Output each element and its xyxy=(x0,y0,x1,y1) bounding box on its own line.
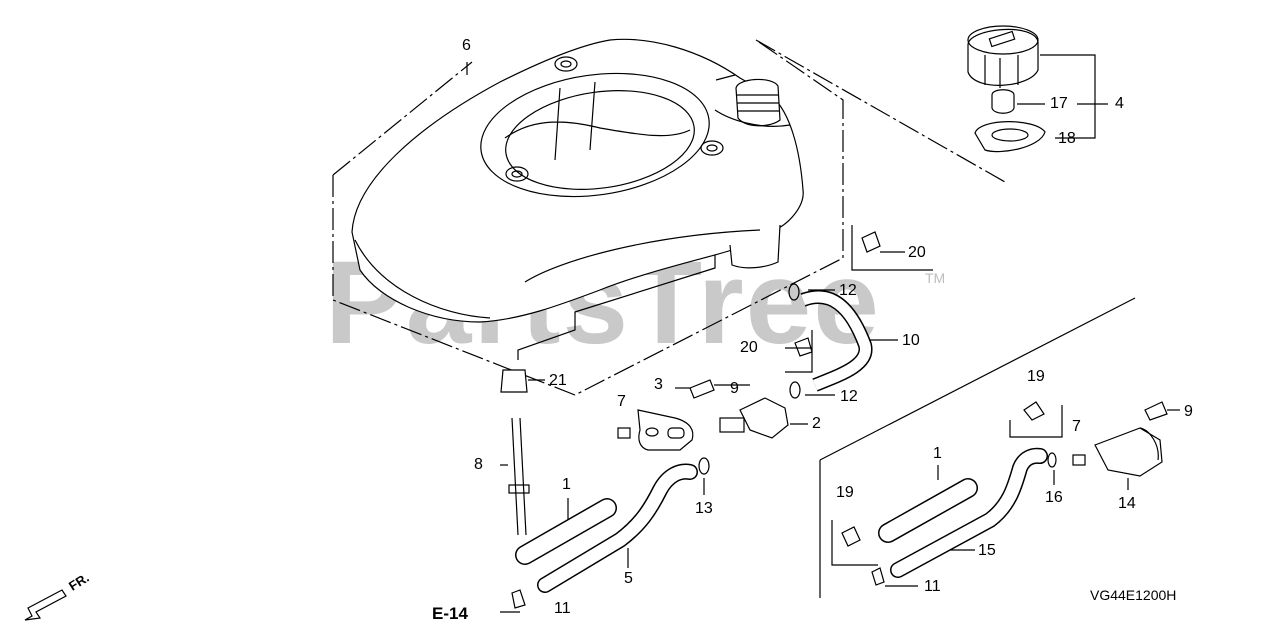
callout-18: 18 xyxy=(1058,130,1076,147)
fuel-tank xyxy=(351,38,804,323)
callout-19-upper: 19 xyxy=(1027,368,1045,385)
fuel-valve xyxy=(739,397,789,439)
callout-20-upper: 20 xyxy=(908,244,926,261)
callout-7-right: 7 xyxy=(1072,418,1081,435)
callout-13: 13 xyxy=(695,500,713,517)
callout-15: 15 xyxy=(978,542,996,559)
callout-19-lower: 19 xyxy=(836,484,854,501)
callout-9-left: 9 xyxy=(730,380,739,397)
diagram-code: VG44E1200H xyxy=(1090,587,1177,603)
cap-plate xyxy=(974,121,1046,153)
fuel-valve-14 xyxy=(1094,427,1163,477)
tank-boundary xyxy=(332,39,844,396)
callout-12-upper: 12 xyxy=(839,282,857,299)
callout-21: 21 xyxy=(549,372,567,389)
callout-8: 8 xyxy=(474,456,483,473)
callout-17: 17 xyxy=(1050,95,1068,112)
callout-16: 16 xyxy=(1045,489,1063,506)
front-arrow xyxy=(24,589,67,621)
callout-20-lower: 20 xyxy=(740,339,758,356)
callout-4: 4 xyxy=(1115,95,1124,112)
callout-1-left: 1 xyxy=(562,476,571,493)
callout-9-right: 9 xyxy=(1184,403,1193,420)
callout-11-right: 11 xyxy=(924,578,941,595)
callout-12-lower: 12 xyxy=(840,388,858,405)
callout-6: 6 xyxy=(462,37,471,54)
page-reference: E-14 xyxy=(432,604,468,623)
trademark-mark: TM xyxy=(925,270,946,286)
cap-gasket xyxy=(991,89,1015,114)
callout-3: 3 xyxy=(654,376,663,393)
tank-opening xyxy=(480,72,710,198)
callout-10: 10 xyxy=(902,332,920,349)
valve-bracket xyxy=(637,409,694,451)
callout-11-left: 11 xyxy=(554,600,571,617)
callout-7-left: 7 xyxy=(617,393,626,410)
callout-1-right: 1 xyxy=(933,445,942,462)
callout-5: 5 xyxy=(624,570,633,587)
callout-2: 2 xyxy=(812,415,821,432)
callout-14: 14 xyxy=(1118,495,1136,512)
fuel-cap xyxy=(967,28,1039,86)
